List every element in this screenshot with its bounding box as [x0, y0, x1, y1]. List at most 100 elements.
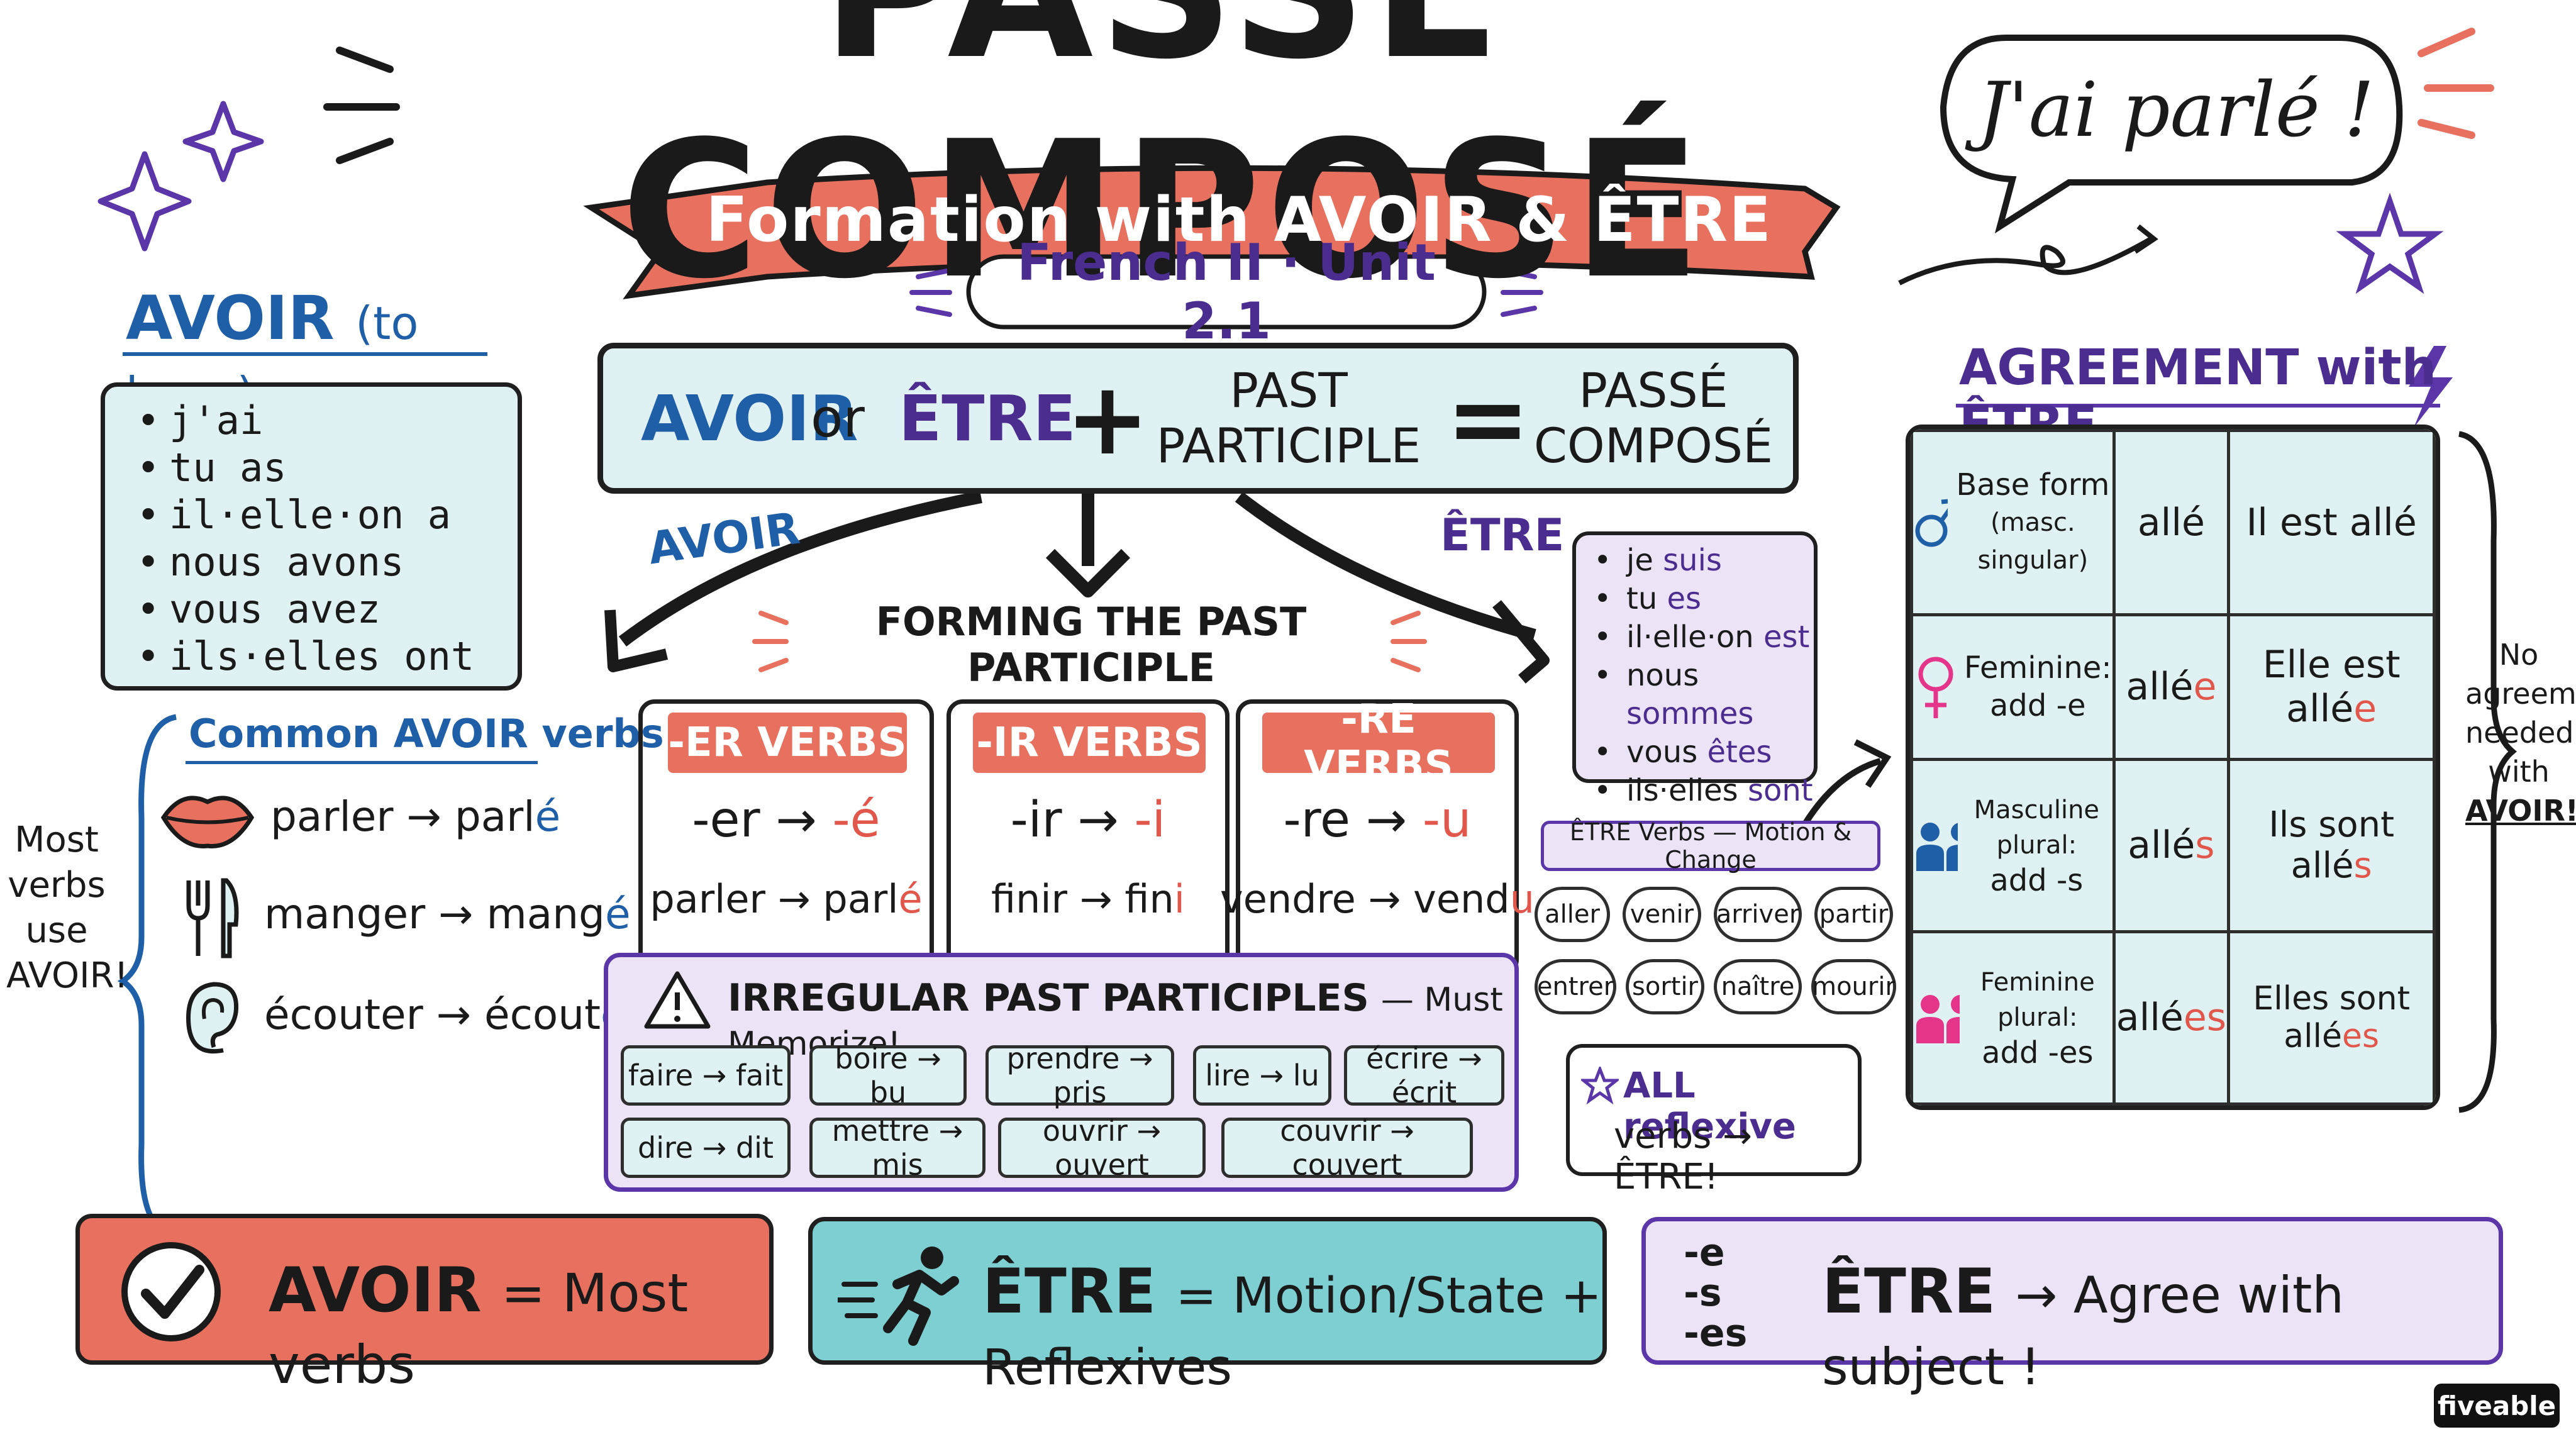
past-line: PAST — [1230, 362, 1348, 418]
reflexive-line-1: ALL reflexive — [1623, 1065, 1796, 1147]
ending-list: -e -s -es — [1684, 1233, 1747, 1353]
etre-verb-pill: entrer — [1535, 959, 1616, 1014]
etre-verb-pill: arriver — [1714, 887, 1802, 942]
common-avoir-underline — [186, 761, 538, 764]
formula-or: or — [811, 387, 865, 449]
er-rule: -er → -é — [692, 792, 880, 848]
ending-item: -es — [1684, 1311, 1748, 1355]
running-person-icon — [838, 1246, 959, 1346]
irregular-chip: ouvrir → ouvert — [998, 1114, 1206, 1182]
label-line: Base form — [1956, 467, 2110, 502]
star-icon — [1581, 1067, 1619, 1104]
reflexive-line-2: verbs → ÊTRE! — [1614, 1116, 1753, 1197]
irregular-chip: boire → bu — [809, 1041, 967, 1109]
note-line: verbs — [8, 865, 106, 906]
note-line: AVOIR! — [6, 955, 129, 996]
irregular-chip: écrire → écrit — [1344, 1041, 1504, 1109]
etre-verb-pill: sortir — [1626, 959, 1704, 1014]
summary-avoir-text: AVOIR = Most verbs — [269, 1255, 689, 1396]
note-line: Most — [14, 819, 99, 860]
common-verb-row: manger → mangé — [264, 890, 631, 938]
sentence-cell: Elles sont allées — [2227, 930, 2436, 1106]
formula-equals: = — [1446, 359, 1531, 477]
conjugation-item: vous avez — [136, 586, 474, 633]
conjugation-item: il·elle·on a — [136, 491, 474, 538]
row-label-cell: Feminine:add -e — [1910, 613, 2116, 761]
conjugation-item: je suis — [1594, 541, 1814, 580]
agreement-table: Base form(masc. singular) allé Il est al… — [1906, 425, 2440, 1110]
lips-icon — [160, 796, 255, 848]
label-line: Masculine plural: — [1974, 796, 2100, 860]
participle-cell: allée — [2112, 613, 2231, 761]
re-rule: -re → -u — [1283, 792, 1472, 848]
etre-conjugation-box: je suis tu es il·elle·on est nous sommes… — [1572, 531, 1818, 810]
ear-icon — [186, 982, 239, 1054]
conjugation-item: tu as — [136, 444, 474, 491]
etre-verb-pill: aller — [1535, 887, 1610, 942]
etre-verb-pill: venir — [1623, 887, 1701, 942]
er-verbs-header: -ER VERBS — [668, 713, 907, 773]
summary-avoir: AVOIR = Most verbs — [75, 1214, 774, 1396]
reflexive-box: ALL reflexive verbs → ÊTRE! — [1566, 1044, 1862, 1197]
conjugation-item: tu es — [1594, 580, 1814, 618]
female-symbol-icon — [1918, 657, 1953, 719]
irregular-chip: dire → dit — [621, 1118, 791, 1178]
ending-item: -e — [1684, 1231, 1725, 1275]
common-verb-row: parler → parlé — [270, 792, 561, 841]
irregular-chip: prendre → pris — [985, 1041, 1174, 1109]
most-verbs-note: Most verbs use AVOIR! — [6, 818, 129, 999]
note-line: with — [2488, 755, 2550, 789]
formula-result: PASSÉ COMPOSÉ — [1534, 348, 1773, 488]
conjugation-item: nous sommes — [1594, 657, 1814, 733]
conjugation-item: vous êtes — [1594, 733, 1814, 772]
summary-agree-text: ÊTRE → Agree with subject ! — [1822, 1256, 2345, 1396]
etre-verb-pill: naître — [1714, 959, 1802, 1014]
agreement-grid: Base form(masc. singular) allé Il est al… — [1910, 429, 2436, 1106]
warning-icon — [644, 971, 711, 1029]
sentence-cell: Il est allé — [2227, 429, 2436, 616]
speech-bubble — [1940, 35, 2403, 234]
common-verb-row: écouter → écouté — [264, 991, 626, 1039]
checkmark-icon — [121, 1242, 221, 1341]
label-line: add -s — [1990, 863, 2084, 899]
male-symbol-icon — [1915, 499, 1948, 547]
formula-past-participle: PAST PARTICIPLE — [1157, 348, 1421, 488]
table-row: Masculine plural:add -s allés Ils sont a… — [1910, 757, 2436, 933]
formula-box: AVOIR or ÊTRE + PAST PARTICIPLE = PASSÉ … — [597, 343, 1799, 494]
note-line: agreement — [2465, 677, 2576, 711]
avoir-conjugation-box: j'ai tu as il·elle·on a nous avons vous … — [101, 382, 522, 691]
forming-title: FORMING THE PAST PARTICIPLE — [875, 599, 1307, 691]
formula-avoir: AVOIR — [641, 381, 858, 455]
irregular-title: IRREGULAR PAST PARTICIPLES — Must Memori… — [728, 976, 1503, 1063]
row-label-cell: Base form(masc. singular) — [1910, 429, 2116, 616]
ir-verbs-header: -IR VERBS — [973, 713, 1206, 773]
participle-cell: allé — [2112, 429, 2231, 616]
label-line: Feminine plural: — [1980, 968, 2095, 1033]
participle-cell: allés — [2112, 757, 2231, 933]
re-verbs-header: -RE VERBS — [1262, 696, 1495, 789]
table-row: Feminine:add -e allée Elle est allée — [1910, 613, 2436, 761]
sparkle-icon — [97, 101, 264, 252]
note-line: No — [2499, 638, 2539, 672]
note-line: needed — [2465, 716, 2574, 750]
irregular-chip: couvrir → couvert — [1221, 1114, 1473, 1182]
avoir-heading-underline — [123, 352, 487, 356]
conjugation-item: j'ai — [136, 397, 474, 444]
formula-etre: ÊTRE — [899, 381, 1076, 455]
fork-knife-icon — [186, 878, 239, 958]
formula-plus: + — [1065, 359, 1150, 477]
star-icon — [2336, 192, 2444, 294]
label-line: Feminine: — [1964, 650, 2112, 686]
summary-agree: -e -s -es ÊTRE → Agree with subject ! — [1641, 1217, 2503, 1396]
ribbon-subtitle: Formation with AVOIR & ÊTRE — [706, 184, 1772, 256]
branch-etre-label: ÊTRE — [1440, 509, 1565, 561]
people-icon — [1916, 823, 1958, 872]
result-line: COMPOSÉ — [1533, 418, 1774, 474]
